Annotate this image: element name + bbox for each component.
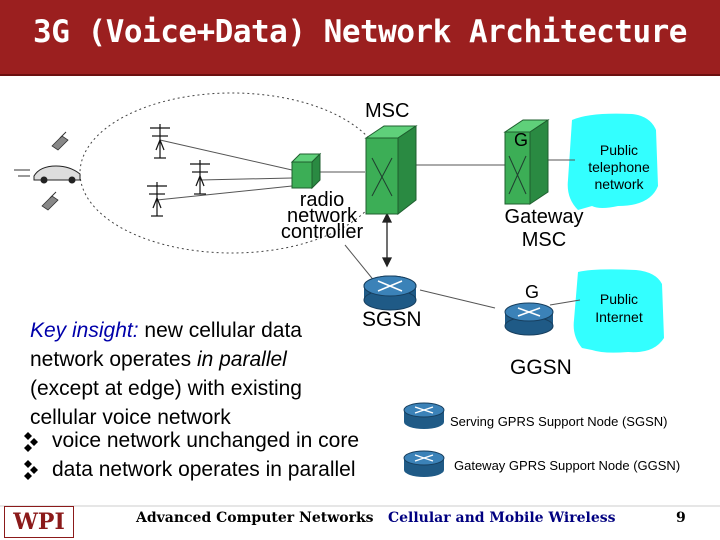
pstn-label: Public telephone network bbox=[586, 142, 652, 193]
insight-line-3: (except at edge) with existing bbox=[30, 377, 302, 400]
msc-building bbox=[364, 125, 418, 216]
footer-course: Advanced Computer Networks bbox=[136, 510, 374, 526]
bullet-icons bbox=[24, 432, 38, 480]
internet-label-line2: Internet bbox=[595, 309, 643, 325]
gateway-msc-building bbox=[503, 119, 550, 205]
ggsn-label: GGSN bbox=[510, 356, 572, 379]
insight-line2-b: in parallel bbox=[196, 348, 287, 371]
rnc-label: radio network controller bbox=[270, 189, 374, 243]
link-tower3-rnc bbox=[156, 185, 293, 201]
wpi-logo: WPI bbox=[4, 506, 74, 538]
title-bar bbox=[0, 0, 720, 76]
arrow-msc-sgsn bbox=[381, 212, 393, 268]
legend-sgsn-text: Serving GPRS Support Node (SGSN) bbox=[450, 414, 668, 429]
internet-label: Public Internet bbox=[588, 290, 650, 326]
ggsn-router bbox=[504, 302, 554, 336]
sgsn-router bbox=[363, 275, 417, 311]
pstn-cloud bbox=[567, 113, 658, 210]
legend-ggsn-text: Gateway GPRS Support Node (GGSN) bbox=[454, 458, 681, 473]
footer-topic: Cellular and Mobile Wireless bbox=[388, 510, 616, 526]
slide-title: 3G (Voice+Data) Network Architecture bbox=[33, 14, 687, 50]
insight-line-2: network operates in parallel bbox=[30, 345, 302, 374]
internet-cloud bbox=[573, 269, 664, 353]
mobile-phone-1-icon bbox=[51, 131, 69, 151]
rnc-building bbox=[290, 152, 322, 190]
internet-label-line1: Public bbox=[599, 291, 639, 307]
mobile-phone-2-icon bbox=[41, 191, 59, 211]
link-ggsn-internet bbox=[549, 299, 581, 306]
g-top-label: G bbox=[514, 130, 529, 150]
insight-line-4: cellular voice network bbox=[30, 406, 231, 429]
car-icon bbox=[14, 165, 81, 184]
bullet-2-icon bbox=[24, 460, 38, 480]
pstn-label-line1: Public bbox=[599, 142, 639, 158]
antenna-tower-2-icon bbox=[190, 160, 210, 195]
pstn-label-line3: network bbox=[594, 176, 644, 192]
bullet-1-icon bbox=[24, 432, 38, 452]
legend-ggsn-router-icon bbox=[403, 450, 445, 477]
link-tower1-rnc bbox=[159, 139, 293, 171]
gateway-msc-label-line1: Gateway bbox=[504, 206, 584, 228]
gateway-msc-label: Gateway MSC bbox=[494, 206, 594, 252]
key-insight-text: Key insight: new cellular data network o… bbox=[30, 316, 302, 432]
rnc-label-line3: controller bbox=[280, 221, 364, 243]
gateway-msc-label-line2: MSC bbox=[521, 229, 567, 251]
rnc-label-line2: network bbox=[286, 205, 358, 227]
bullet-2-text: data network operates in parallel bbox=[52, 458, 356, 481]
insight-line2-a: network operates bbox=[30, 348, 197, 371]
sgsn-label: SGSN bbox=[362, 308, 422, 331]
legend-sgsn-router-icon bbox=[403, 402, 445, 429]
pstn-label-line2: telephone bbox=[588, 159, 650, 175]
antenna-tower-1-icon bbox=[150, 124, 170, 159]
bullet-1-text: voice network unchanged in core bbox=[52, 429, 360, 452]
insight-line-1: Key insight: new cellular data bbox=[30, 316, 302, 345]
rnc-label-line1: radio bbox=[299, 189, 345, 211]
insight-line1-rest: new cellular data bbox=[138, 319, 302, 342]
wpi-logo-text: WPI bbox=[13, 509, 65, 535]
antenna-tower-3-icon bbox=[147, 182, 167, 217]
link-tower2-rnc bbox=[199, 177, 293, 181]
msc-label: MSC bbox=[365, 100, 410, 122]
g-bottom-label: G bbox=[525, 282, 540, 302]
insight-prefix: Key insight: bbox=[30, 319, 139, 342]
link-sgsn-ggsn bbox=[419, 289, 496, 309]
page-number: 9 bbox=[676, 510, 686, 526]
